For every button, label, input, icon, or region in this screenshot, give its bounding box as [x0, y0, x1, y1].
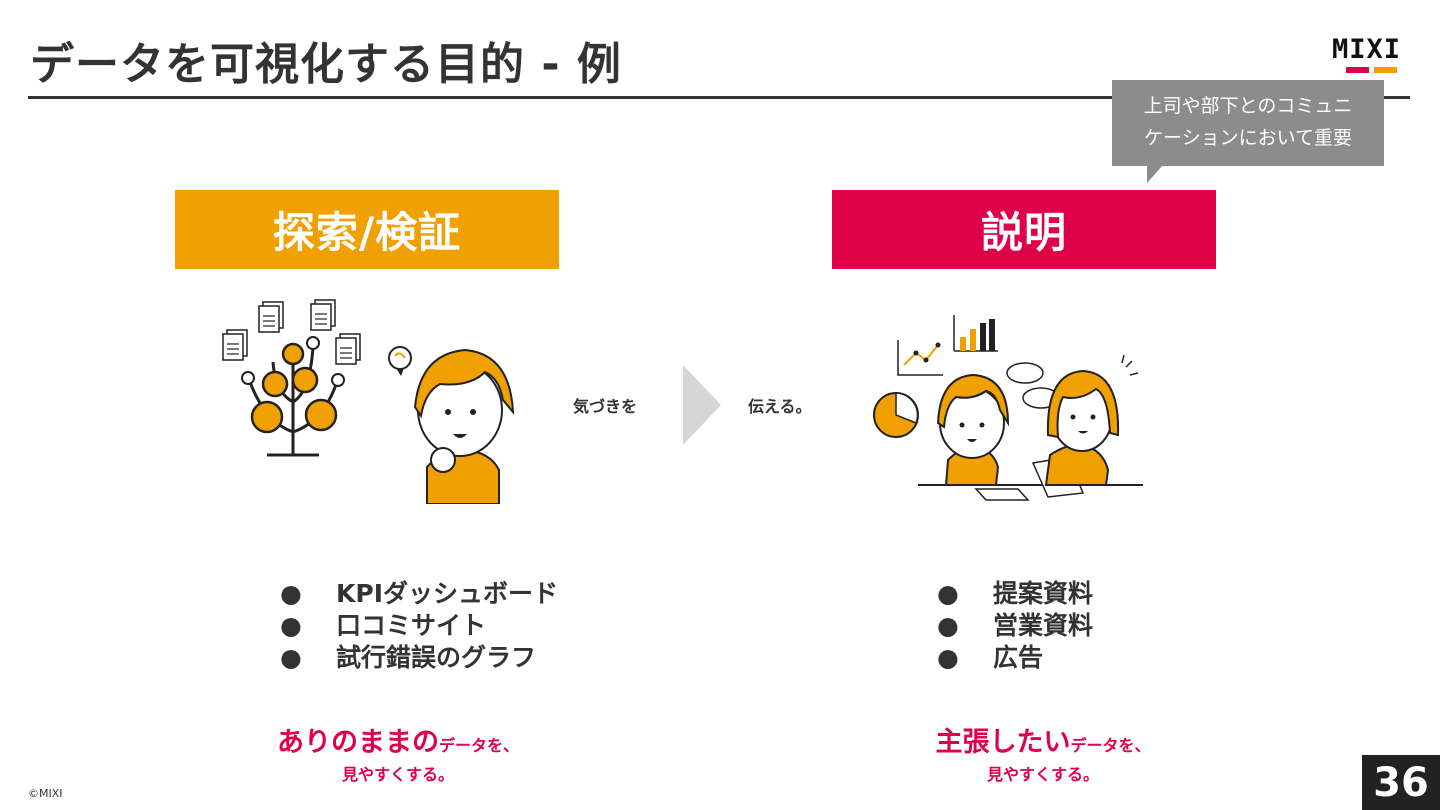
page-number: 36	[1362, 755, 1440, 810]
left-conclusion-rest: データを、	[438, 736, 519, 755]
right-conclusion-rest: データを、	[1070, 736, 1151, 755]
middle-text-before: 気づきを	[573, 397, 638, 416]
middle-text-after: 伝える。	[748, 397, 812, 416]
right-conclusion: 主張したいデータを、 見やすくする。	[893, 720, 1193, 785]
logo-bar-magenta	[1346, 67, 1369, 73]
data-tree-and-thinking-person-icon	[222, 299, 515, 504]
page-title: データを可視化する目的 - 例	[30, 39, 622, 90]
callout-line-1: 上司や部下とのコミュニ	[1143, 95, 1353, 117]
left-bullet-list: ●KPIダッシュボード ●口コミサイト ●試行錯誤のグラフ	[280, 578, 558, 674]
callout-line-2: ケーションにおいて重要	[1143, 127, 1353, 149]
list-item: ●営業資料	[937, 611, 1094, 640]
list-item: ●提案資料	[937, 579, 1094, 608]
right-conclusion-emphasis: 主張したい	[935, 727, 1071, 758]
logo-bar-orange	[1374, 67, 1397, 73]
callout-tail	[1147, 165, 1163, 183]
left-conclusion: ありのままのデータを、 見やすくする。	[248, 720, 548, 785]
mixi-logo: MIXI	[1332, 34, 1412, 76]
explanation-label: 説明	[832, 190, 1216, 269]
copyright: ©MIXI	[28, 787, 63, 800]
chevron-right-icon	[683, 365, 721, 445]
logo-text: MIXI	[1332, 34, 1402, 65]
list-item: ●KPIダッシュボード	[280, 579, 558, 608]
list-item: ●口コミサイト	[280, 611, 487, 640]
title-divider	[28, 96, 1410, 99]
list-item: ●試行錯誤のグラフ	[280, 643, 537, 672]
right-conclusion-line2: 見やすくする。	[986, 765, 1099, 784]
left-conclusion-line2: 見やすくする。	[341, 765, 454, 784]
left-conclusion-emphasis: ありのままの	[276, 727, 439, 758]
presentation-meeting-icon	[873, 315, 1143, 501]
exploration-label: 探索/検証	[175, 190, 559, 269]
list-item: ●広告	[937, 643, 1044, 672]
callout-bubble: 上司や部下とのコミュニ ケーションにおいて重要	[1112, 80, 1384, 166]
right-bullet-list: ●提案資料 ●営業資料 ●広告	[937, 578, 1093, 674]
